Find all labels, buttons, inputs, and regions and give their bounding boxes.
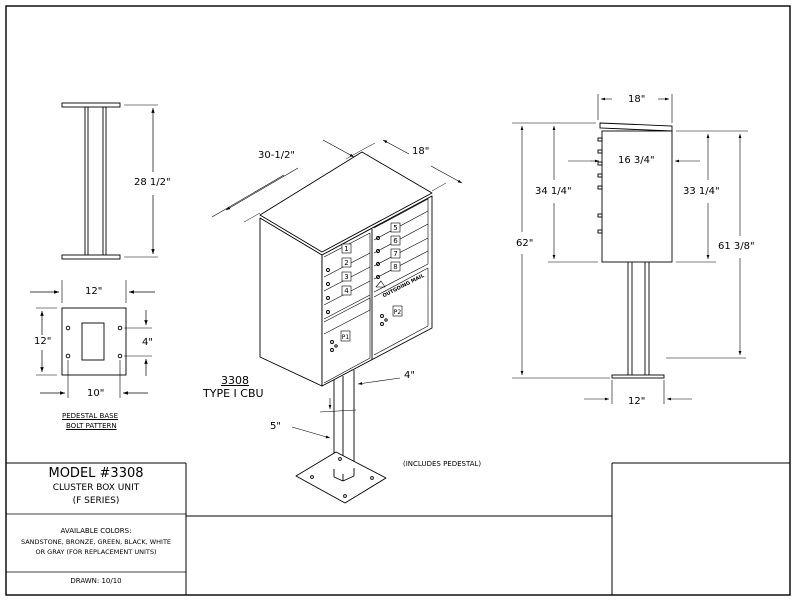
door-number-3: 3 — [344, 273, 348, 281]
product-series: (F SERIES) — [72, 496, 120, 506]
side-base-width-dimension: 12" — [628, 396, 646, 407]
parcel-locker-p1: P1 — [342, 334, 350, 341]
cbu-depth-dimension: 18" — [412, 146, 430, 157]
side-total-height-right: 61 3/8" — [718, 241, 755, 252]
door-number-4: 4 — [344, 287, 349, 295]
product-name: CLUSTER BOX UNIT — [52, 483, 140, 493]
colors-heading: AVAILABLE COLORS: — [60, 527, 132, 535]
side-box-height-left: 34 1/4" — [535, 186, 572, 197]
pedestal-height-dimension: 28 1/2" — [134, 177, 171, 188]
parcel-locker-p2: P2 — [394, 309, 402, 316]
pedestal-base-plan — [30, 280, 155, 398]
hole-spacing-vertical-dimension: 4" — [142, 337, 153, 348]
colors-line-1: SANDSTONE, BRONZE, GREEN, BLACK, WHITE — [20, 538, 172, 546]
side-top-depth-dimension: 18" — [628, 94, 646, 105]
base-depth-dimension: 12" — [34, 336, 52, 347]
colors-line-2: OR GRAY (FOR REPLACEMENT UNITS) — [35, 548, 157, 556]
base-caption-line1: PEDESTAL BASE — [62, 412, 119, 420]
side-box-height-right: 33 1/4" — [683, 186, 720, 197]
model-title: MODEL #3308 — [48, 466, 144, 481]
sheet-frame — [5, 5, 791, 596]
door-number-5: 5 — [393, 224, 397, 232]
door-number-6: 6 — [393, 237, 398, 245]
cbu-isometric-view — [211, 139, 463, 504]
post-depth-dimension: 5" — [270, 421, 281, 432]
base-caption-line2: BOLT PATTERN — [66, 422, 117, 430]
door-number-8: 8 — [393, 263, 397, 271]
cbu-width-dimension: 30-1/2" — [258, 150, 296, 161]
post-width-dimension: 4" — [404, 370, 415, 381]
hole-spacing-horizontal-dimension: 10" — [87, 388, 105, 399]
base-width-dimension: 12" — [85, 286, 103, 297]
drawn-date: DRAWN: 10/10 — [70, 577, 122, 585]
cbu-caption-type: TYPE I CBU — [203, 387, 264, 400]
includes-pedestal-note: (INCLUDES PEDESTAL) — [403, 460, 482, 468]
door-number-2: 2 — [344, 259, 348, 267]
side-total-height-left: 62" — [516, 238, 534, 249]
door-tags-left — [340, 222, 403, 342]
side-inner-depth-dimension: 16 3/4" — [618, 155, 655, 166]
cbu-caption-model: 3308 — [221, 374, 249, 387]
door-number-7: 7 — [393, 250, 397, 258]
side-elevation-view — [512, 94, 748, 404]
door-number-1: 1 — [344, 245, 348, 253]
pedestal-side-view — [61, 102, 158, 260]
